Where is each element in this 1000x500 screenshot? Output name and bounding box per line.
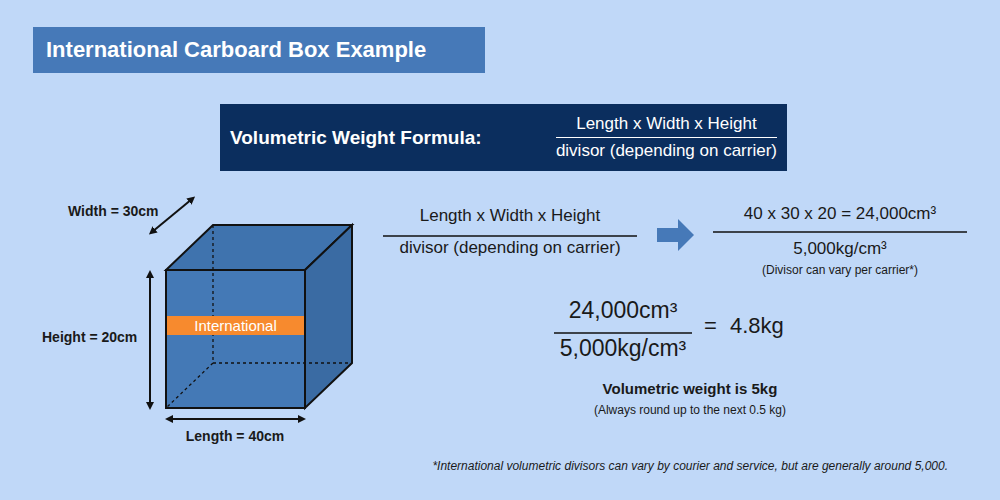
calculation-denominator: 5,000kg/cm³ bbox=[793, 239, 887, 259]
arrow-icon bbox=[657, 219, 694, 251]
fraction-lines bbox=[383, 232, 967, 333]
result-statement: Volumetric weight is 5kg bbox=[603, 380, 778, 398]
note: (Divisor can vary per carrier*) bbox=[762, 263, 918, 277]
band-label: International bbox=[194, 317, 277, 335]
dimension-label: Height = 20cm bbox=[42, 329, 137, 346]
formula-heading: Volumetric Weight Formula: bbox=[230, 127, 482, 149]
formula-numerator: Length x Width x Height bbox=[420, 206, 600, 226]
caption: *International volumetric divisors can v… bbox=[432, 459, 948, 473]
result-numerator: 24,000cm³ bbox=[569, 297, 678, 325]
dimension-arrows bbox=[150, 199, 302, 419]
formula-denominator: divisor (depending on carrier) bbox=[399, 238, 620, 258]
result-denominator: 5,000kg/cm³ bbox=[560, 335, 687, 363]
formula-box: Volumetric Weight Formula: Length x Width… bbox=[220, 104, 787, 171]
equals-sign: = bbox=[704, 313, 717, 339]
result-value: 4.8kg bbox=[730, 313, 784, 339]
formula-denominator: divisor (depending on carrier) bbox=[556, 141, 777, 161]
note: (Always round up to the next 0.5 kg) bbox=[594, 403, 786, 417]
title-band bbox=[33, 27, 485, 73]
box-illustration bbox=[166, 225, 352, 408]
fraction-line bbox=[556, 137, 777, 138]
formula-fraction: Length x Width x Height divisor (dependin… bbox=[556, 114, 777, 162]
formula-numerator: Length x Width x Height bbox=[576, 114, 756, 134]
label-band: International bbox=[167, 316, 304, 335]
calculation-numerator: 40 x 30 x 20 = 24,000cm³ bbox=[744, 204, 936, 224]
dimension-label: Width = 30cm bbox=[68, 203, 159, 220]
title: International Carboard Box Example bbox=[46, 37, 426, 63]
dimension-label: Length = 40cm bbox=[186, 428, 284, 445]
